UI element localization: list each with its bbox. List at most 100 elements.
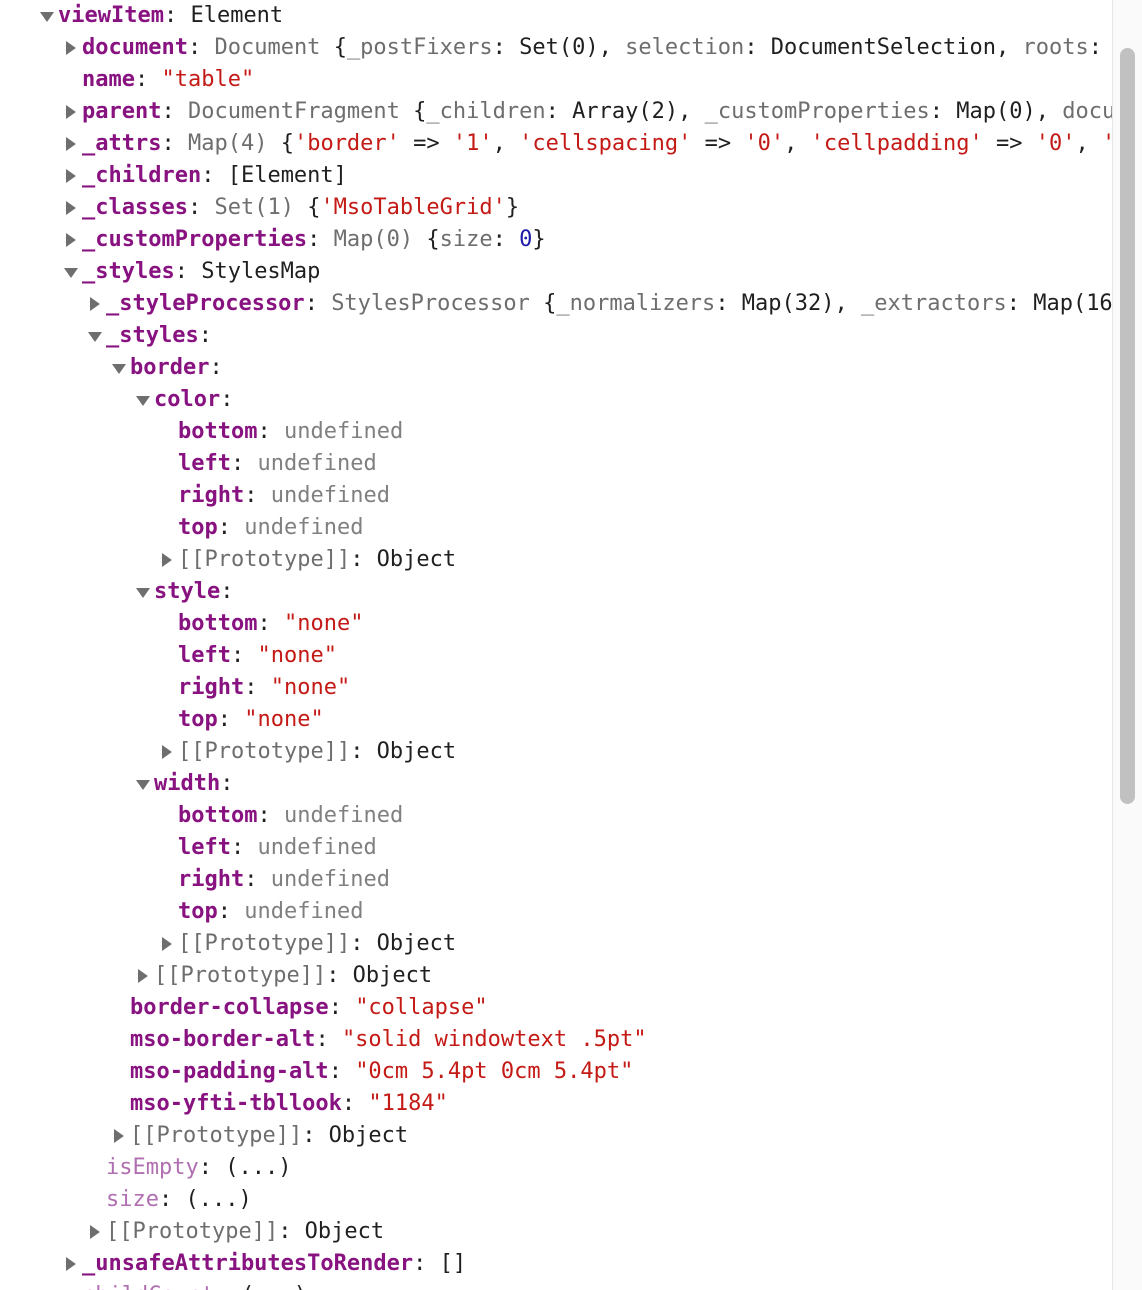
expanded-triangle-icon[interactable]: [136, 384, 150, 416]
value-text: }: [505, 195, 520, 220]
tree-row[interactable]: viewItem: Element: [0, 0, 1112, 32]
collapsed-triangle-icon[interactable]: [160, 736, 174, 768]
collapsed-triangle-icon[interactable]: [88, 288, 102, 320]
value-text: {: [413, 99, 427, 124]
property-key: right: [178, 483, 245, 508]
property-key: mso-border-alt: [130, 1027, 316, 1052]
string-value: "0cm 5.4pt 0cm 5.4pt": [355, 1059, 634, 1084]
string-value: ': [1102, 131, 1112, 156]
value-text: : (...): [158, 1187, 252, 1212]
tree-row[interactable]: parent: DocumentFragment {_children: Arr…: [0, 96, 1112, 128]
tree-row[interactable]: style:: [0, 576, 1112, 608]
tree-row[interactable]: _attrs: Map(4) {'border' => '1', 'cellsp…: [0, 128, 1112, 160]
property-key: document: [82, 35, 188, 60]
row-content: mso-padding-alt: "0cm 5.4pt 0cm 5.4pt": [130, 1056, 633, 1088]
tree-row: top: undefined: [0, 512, 1112, 544]
property-key: bottom: [178, 803, 258, 828]
tree-row[interactable]: _customProperties: Map(0) {size: 0}: [0, 224, 1112, 256]
tree-row[interactable]: [[Prototype]]: Object: [0, 1120, 1112, 1152]
collapsed-triangle-icon[interactable]: [64, 96, 78, 128]
expanded-triangle-icon[interactable]: [136, 576, 150, 608]
tree-row[interactable]: [[Prototype]]: Object: [0, 1216, 1112, 1248]
tree-row[interactable]: [[Prototype]]: Object: [0, 960, 1112, 992]
property-key: right: [178, 675, 245, 700]
collapsed-triangle-icon[interactable]: [64, 224, 78, 256]
row-content: bottom: "none": [178, 608, 363, 640]
preview-text: _children: [426, 99, 546, 124]
preview-text: DocumentFragment: [187, 99, 414, 124]
collapsed-triangle-icon[interactable]: [112, 1120, 126, 1152]
vertical-scrollbar[interactable]: [1112, 0, 1142, 1290]
tree-row[interactable]: document: Document {_postFixers: Set(0),…: [0, 32, 1112, 64]
collapsed-triangle-icon[interactable]: [64, 128, 78, 160]
undefined-value: undefined: [257, 835, 377, 860]
value-text: :: [307, 227, 334, 252]
property-key: _attrs: [82, 131, 162, 156]
value-text: :: [230, 835, 258, 860]
value-text: :: [341, 1091, 369, 1116]
preview-text: selection: [625, 35, 745, 60]
row-content: _children: [Element]: [82, 160, 347, 192]
string-value: 'border': [293, 131, 400, 156]
expanded-triangle-icon[interactable]: [112, 352, 126, 384]
preview-text: [[Prototype]]: [154, 963, 327, 988]
row-content: parent: DocumentFragment {_children: Arr…: [82, 96, 1112, 128]
tree-row[interactable]: _styles:: [0, 320, 1112, 352]
expanded-triangle-icon[interactable]: [64, 256, 78, 288]
row-content: left: undefined: [178, 832, 377, 864]
property-key: border-collapse: [130, 995, 329, 1020]
expanded-triangle-icon[interactable]: [40, 0, 54, 32]
value-text: : Object: [350, 547, 457, 572]
tree-row[interactable]: [[Prototype]]: Object: [0, 544, 1112, 576]
value-text: :: [161, 99, 188, 124]
row-content: top: "none": [178, 704, 324, 736]
tree-row[interactable]: _unsafeAttributesToRender: []: [0, 1248, 1112, 1280]
tree-row[interactable]: _styleProcessor: StylesProcessor {_norma…: [0, 288, 1112, 320]
tree-row[interactable]: color:: [0, 384, 1112, 416]
tree-row[interactable]: _children: [Element]: [0, 160, 1112, 192]
collapsed-triangle-icon[interactable]: [88, 1216, 102, 1248]
expanded-triangle-icon[interactable]: [88, 320, 102, 352]
row-content: border:: [130, 352, 223, 384]
string-value: 'cellpadding': [810, 131, 983, 156]
value-text: : (...): [198, 1155, 292, 1180]
row-content: _attrs: Map(4) {'border' => '1', 'cellsp…: [82, 128, 1112, 160]
preview-text: [[Prototype]]: [178, 739, 351, 764]
tree-row[interactable]: _styles: StylesMap: [0, 256, 1112, 288]
value-text: {: [543, 291, 557, 316]
collapsed-triangle-icon[interactable]: [64, 160, 78, 192]
undefined-value: undefined: [257, 451, 377, 476]
row-content: style:: [154, 576, 233, 608]
collapsed-triangle-icon[interactable]: [136, 960, 150, 992]
value-text: :: [134, 67, 162, 92]
value-text: :: [328, 995, 356, 1020]
scrollbar-thumb[interactable]: [1120, 48, 1135, 804]
expanded-triangle-icon[interactable]: [136, 768, 150, 800]
row-content: viewItem: Element: [58, 0, 283, 32]
property-key: right: [178, 867, 245, 892]
value-text: :: [328, 1059, 356, 1084]
value-text: : (...): [214, 1283, 307, 1290]
tree-row[interactable]: _classes: Set(1) {'MsoTableGrid'}: [0, 192, 1112, 224]
value-text: {: [307, 195, 321, 220]
row-content: [[Prototype]]: Object: [106, 1216, 384, 1248]
collapsed-triangle-icon[interactable]: [160, 928, 174, 960]
value-text: {: [426, 227, 440, 252]
collapsed-triangle-icon[interactable]: [64, 192, 78, 224]
property-key: _styleProcessor: [106, 291, 305, 316]
value-text: :: [1088, 35, 1102, 60]
value-text: :: [230, 643, 258, 668]
value-text: :: [187, 195, 215, 220]
string-value: "none": [244, 707, 324, 732]
row-content: bottom: undefined: [178, 416, 403, 448]
tree-row: mso-border-alt: "solid windowtext .5pt": [0, 1024, 1112, 1056]
tree-row[interactable]: [[Prototype]]: Object: [0, 736, 1112, 768]
tree-row[interactable]: border:: [0, 352, 1112, 384]
tree-row[interactable]: width:: [0, 768, 1112, 800]
tree-row[interactable]: [[Prototype]]: Object: [0, 928, 1112, 960]
tree-row: top: undefined: [0, 896, 1112, 928]
collapsed-triangle-icon[interactable]: [64, 32, 78, 64]
collapsed-triangle-icon[interactable]: [160, 544, 174, 576]
collapsed-triangle-icon[interactable]: [64, 1248, 78, 1280]
value-text: :: [217, 515, 245, 540]
